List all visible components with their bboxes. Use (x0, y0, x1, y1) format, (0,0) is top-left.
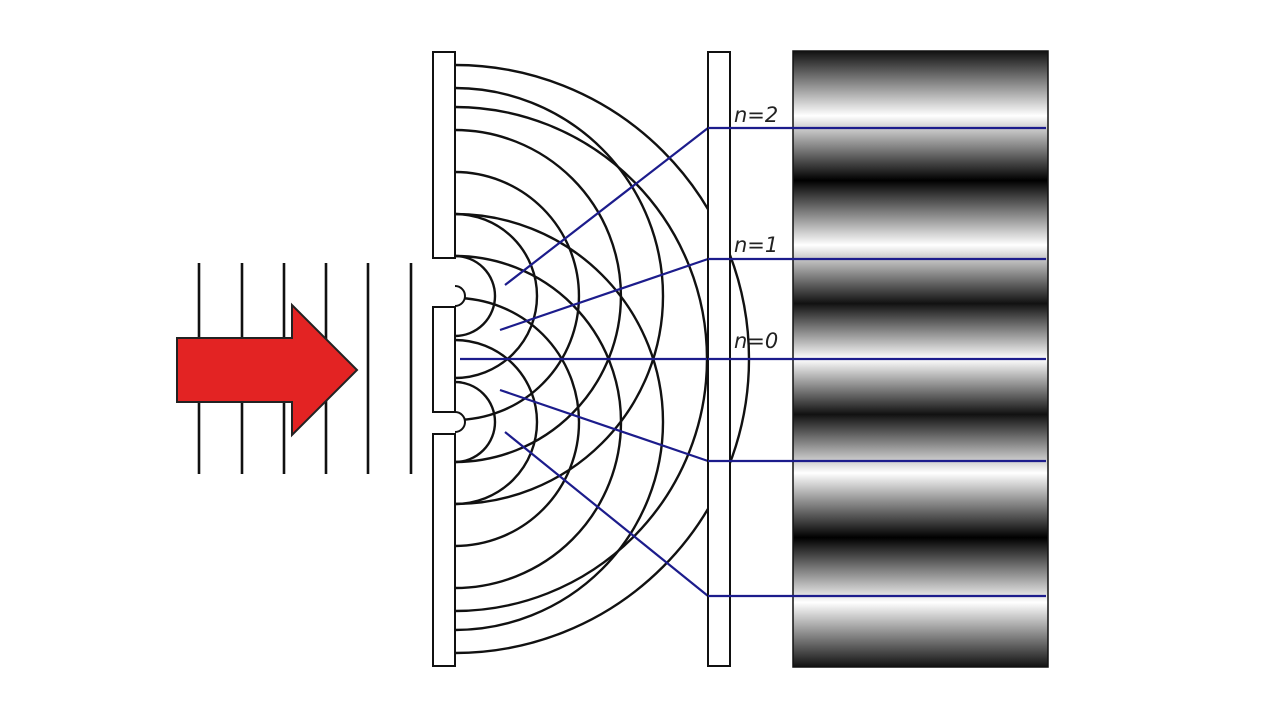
slit-bottom-wavefront-1 (455, 338, 539, 506)
order-lines (708, 126, 1046, 598)
order-label-n0: n=0 (734, 329, 778, 353)
barrier-segment-2 (432, 433, 456, 667)
double-slit-barrier (432, 51, 466, 667)
slit-opening-1 (454, 411, 466, 433)
slit-top-wavefront-2 (455, 170, 581, 422)
slit-bottom-wavefront-2 (455, 296, 581, 548)
order-label-n2: n=2 (734, 103, 778, 127)
arrow-right-icon (176, 302, 359, 438)
slit-opening-0 (454, 285, 466, 307)
slit-bottom-wavefront-4 (455, 212, 665, 632)
slit-top-wavefront-1 (455, 212, 539, 380)
ray-3 (499, 388, 709, 463)
slit-top-wavefront-0 (455, 254, 497, 338)
ray-4 (504, 431, 709, 597)
ray-1 (499, 257, 709, 332)
slit-bottom-wavefront-0 (455, 380, 497, 464)
barrier-segment-1 (432, 306, 456, 413)
order-label-n1: n=1 (734, 233, 778, 257)
ray-0 (504, 127, 709, 286)
interference-rays (460, 127, 709, 597)
slit-top-wavefront-4 (455, 86, 665, 506)
slit-bottom-wavefront-3 (455, 254, 623, 590)
barrier-segment-0 (432, 51, 456, 259)
